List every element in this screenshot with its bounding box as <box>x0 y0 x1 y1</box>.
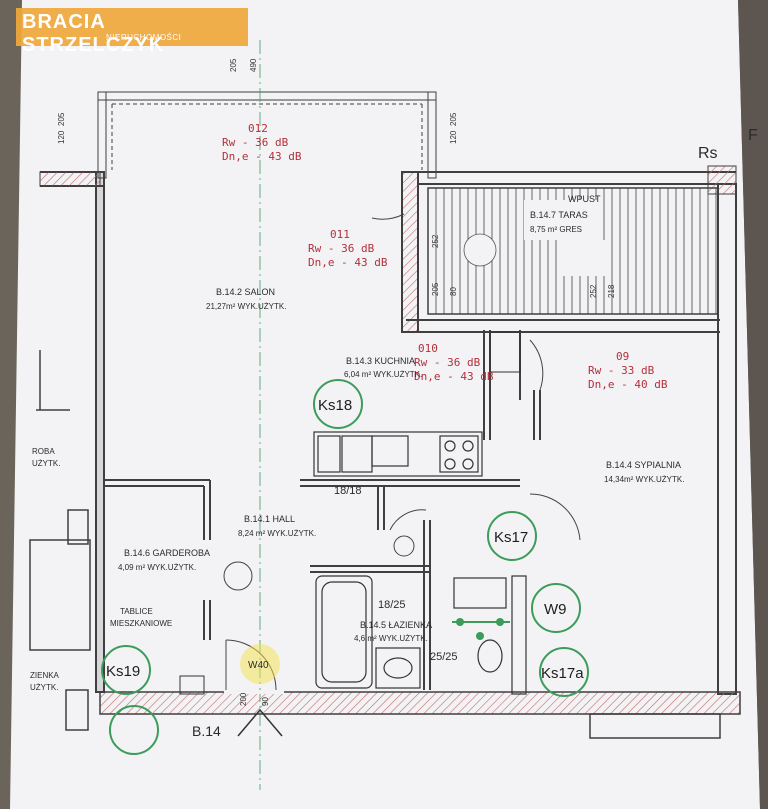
unit-label: B.14 <box>192 723 221 739</box>
w9-label: W9 <box>544 601 567 618</box>
misc-labels: Rs F TABLICE MIESZKANIOWE B.14 18/18 18/… <box>110 127 758 739</box>
ks17-label: Ks17 <box>494 529 528 546</box>
acoustic-010-id: 010 <box>418 342 438 355</box>
acoustic-010-rw: Rw - 36 dB <box>414 356 481 369</box>
ratio-18-25: 18/25 <box>378 599 406 611</box>
dim-right-120: 120 <box>449 130 458 144</box>
acoustic-010-dne: Dn,e - 43 dB <box>414 370 494 383</box>
neighbour-room-1: ROBA <box>32 447 55 456</box>
acoustic-010: 010 Rw - 36 dB Dn,e - 43 dB <box>414 342 494 383</box>
w40-highlight <box>240 644 280 684</box>
dim-top-490: 490 <box>249 58 258 72</box>
panel-box <box>179 675 205 695</box>
dim-right-205: 205 <box>449 112 458 126</box>
w9-circle <box>531 583 581 633</box>
wall-hatch-left <box>39 171 101 187</box>
ventilation-circles <box>101 379 589 755</box>
acoustic-012: 012 Rw - 36 dB Dn,e - 43 dB <box>222 122 302 163</box>
acoustic-09-dne: Dn,e - 40 dB <box>588 378 668 391</box>
circle-labels: Ks18 Ks17 W9 Ks17a Ks19 <box>106 397 584 682</box>
background-edge <box>738 0 768 809</box>
entry-gap <box>224 690 284 694</box>
dim-door-80: 80 <box>449 287 458 296</box>
room-salon-area: 21,27m² WYK.UŻYTK. <box>206 302 286 311</box>
door-swings <box>223 213 581 691</box>
acoustic-011-dne: Dn,e - 43 dB <box>308 256 388 269</box>
tablice-line1: TABLICE <box>120 607 153 616</box>
acoustic-011-id: 011 <box>330 228 350 241</box>
ks17a-circle <box>539 647 589 697</box>
room-sypialnia-area: 14,34m² WYK.UŻYTK. <box>604 475 684 484</box>
bottom-recess <box>589 713 721 739</box>
room-labels: B.14.2 SALON 21,27m² WYK.UŻYTK. B.14.3 K… <box>30 194 684 692</box>
dim-terrace-252: 252 <box>589 284 598 298</box>
room-kuchnia-area: 6,04 m² WYK.UŻYTK. <box>344 370 422 379</box>
dim-terrace-218: 218 <box>607 284 616 298</box>
kitchen-column <box>489 331 521 373</box>
ratio-18-18: 18/18 <box>334 485 362 497</box>
neighbour-room-2: ZIENKA <box>30 671 60 680</box>
terrace-drain: WPUST <box>568 194 601 204</box>
neighbour-room-1-area: UŻYTK. <box>32 459 60 468</box>
acoustic-09: 09 Rw - 33 dB Dn,e - 40 dB <box>588 350 668 391</box>
rs-label: Rs <box>698 145 718 162</box>
room-lazienka-name: B.14.5 ŁAZIENKA <box>360 620 432 630</box>
terrace-dim-bg <box>560 240 608 276</box>
dim-left-205: 205 <box>57 112 66 126</box>
dim-entry-200: 200 <box>239 692 248 706</box>
room-taras-name: B.14.7 TARAS <box>530 210 588 220</box>
neighbour-walls <box>29 350 91 731</box>
room-hall-name: B.14.1 HALL <box>244 514 295 524</box>
room-salon-name: B.14.2 SALON <box>216 287 275 297</box>
ks17-circle <box>487 511 537 561</box>
acoustic-09-id: 09 <box>616 350 629 363</box>
logo-name: BRACIA STRZELCZYK <box>22 11 165 56</box>
terrace-label-bg <box>524 200 600 240</box>
ratio-25-25: 25/25 <box>430 651 458 663</box>
dim-left-120: 120 <box>57 130 66 144</box>
dim-door-252: 252 <box>431 234 440 248</box>
acoustic-012-id: 012 <box>248 122 268 135</box>
room-garderoba-area: 4,09 m² WYK.UŻYTK. <box>118 563 196 572</box>
acoustic-011: 011 Rw - 36 dB Dn,e - 43 dB <box>308 228 388 269</box>
w40-circle <box>109 705 159 755</box>
ks18-circle <box>313 379 363 429</box>
kitchen-counter <box>313 431 483 477</box>
room-lazienka-area: 4,6 m² WYK.UŻYTK. <box>354 634 428 643</box>
room-kuchnia-name: B.14.3 KUCHNIA <box>346 356 415 366</box>
logo-subtitle: NIERUCHOMOŚCI <box>106 33 182 42</box>
ks17a-label: Ks17a <box>541 665 584 682</box>
room-hall-area: 8,24 m² WYK.UŻYTK. <box>238 529 316 538</box>
neighbour-room-2-area: UŻYTK. <box>30 683 58 692</box>
room-garderoba-name: B.14.6 GARDEROBA <box>124 548 210 558</box>
room-taras-area: 8,75 m² GRES <box>530 225 582 234</box>
balcony-outline <box>97 91 437 179</box>
wall-hatch-bottom <box>99 691 741 715</box>
agency-logo: BRACIA STRZELCZYK NIERUCHOMOŚCI <box>16 8 248 56</box>
w40-door-label: W40 <box>248 660 269 671</box>
acoustic-011-rw: Rw - 36 dB <box>308 242 375 255</box>
ks19-label: Ks19 <box>106 663 140 680</box>
acoustic-012-dne: Dn,e - 43 dB <box>222 150 302 163</box>
terrace-axis-marker <box>463 233 497 267</box>
ks18-label: Ks18 <box>318 397 352 414</box>
dim-top-205: 205 <box>229 58 238 72</box>
room-sypialnia-name: B.14.4 SYPIALNIA <box>606 460 681 470</box>
dim-door-205: 205 <box>431 282 440 296</box>
dim-entry-90: 90 <box>261 697 270 706</box>
ks19-circle <box>101 645 151 695</box>
acoustic-012-rw: Rw - 36 dB <box>222 136 289 149</box>
f-label: F <box>748 127 758 144</box>
bathroom-fixtures <box>315 575 527 695</box>
entry-arrow <box>237 708 283 737</box>
dimension-labels: 205 490 120 205 120 205 252 205 80 252 2… <box>57 58 616 706</box>
tablice-line2: MIESZKANIOWE <box>110 619 172 628</box>
acoustic-09-rw: Rw - 33 dB <box>588 364 655 377</box>
